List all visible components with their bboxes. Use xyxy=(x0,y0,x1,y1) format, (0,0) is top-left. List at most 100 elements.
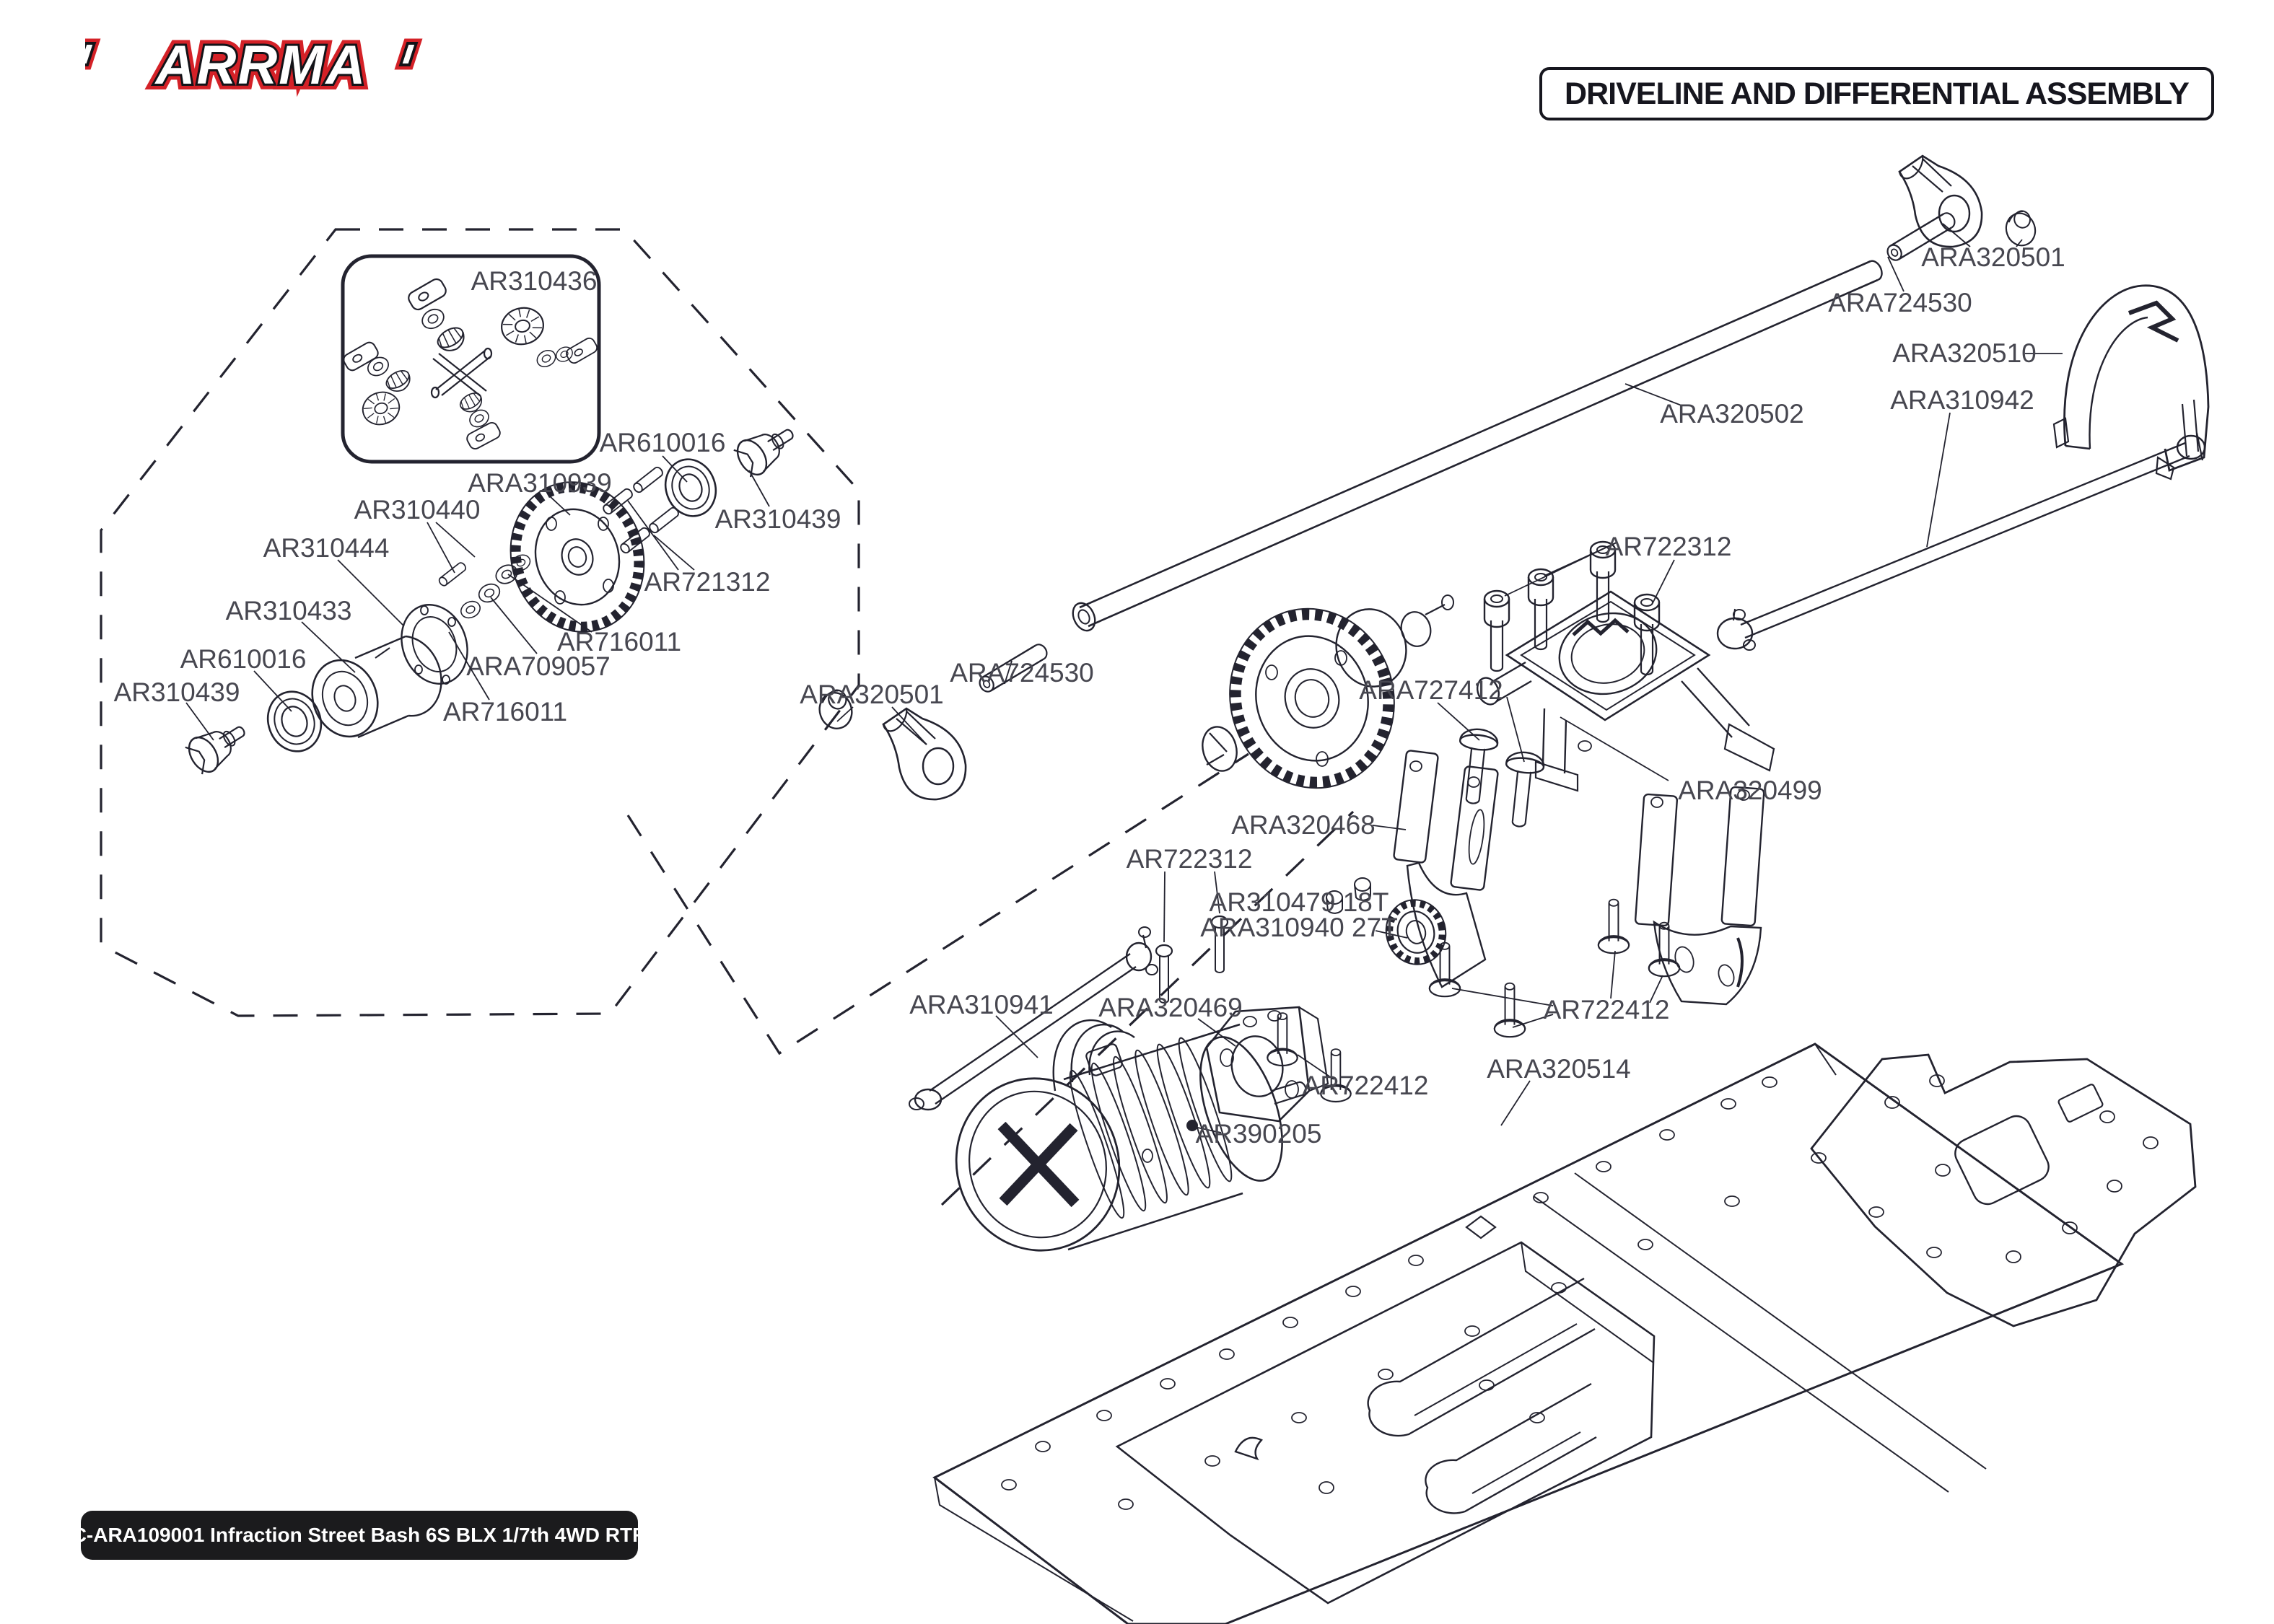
chassis-screw-holes xyxy=(1001,1076,1942,1510)
leader-line xyxy=(1506,696,1525,763)
part-label: ARA310942 xyxy=(1890,385,2034,415)
leader-line xyxy=(490,597,538,654)
part-label: ARA320501 xyxy=(1921,242,2065,272)
leader-line xyxy=(1197,1018,1236,1047)
part-label: AR716011 xyxy=(557,627,681,657)
rear-driveshaft-ara310942 xyxy=(1716,432,2206,651)
part-label: AR722312 xyxy=(1606,532,1732,561)
part-label: AR310444 xyxy=(263,533,390,563)
part-label: AR722412 xyxy=(1303,1071,1429,1100)
page-title-box: DRIVELINE AND DIFFERENTIAL ASSEMBLY xyxy=(1539,67,2214,120)
arrma-logo-text: ARRMA xyxy=(154,35,367,96)
diff-mount-assembly xyxy=(1476,590,1775,792)
leader-line xyxy=(1560,716,1669,781)
leader-line xyxy=(1624,383,1682,406)
part-labels-layer: AR310436AR610016ARA310939AR310440AR31044… xyxy=(114,223,2065,1149)
part-label: ARA320468 xyxy=(1231,810,1376,840)
chassis-side-pod xyxy=(1115,1241,1656,1605)
part-label: ARA310941 xyxy=(909,990,1054,1019)
outdrive-left xyxy=(182,713,255,778)
screws-ar722312-lower xyxy=(1155,915,1229,1004)
bearing-left xyxy=(266,690,323,752)
screws-ara727412 xyxy=(1453,727,1546,830)
part-label: ARA727412 xyxy=(1359,675,1503,705)
cross-pin xyxy=(430,347,493,399)
part-label: ARA724530 xyxy=(1828,288,1972,317)
leader-line xyxy=(662,455,688,483)
leader-line xyxy=(1451,988,1554,1006)
part-label: AR610016 xyxy=(600,428,726,457)
leader-line xyxy=(1297,1054,1334,1080)
gear-cover-ara320510 xyxy=(2052,284,2210,480)
chassis-plate-ara320514 xyxy=(932,1043,2197,1624)
chassis-front-brace xyxy=(1810,1053,2197,1327)
leader-line xyxy=(995,1015,1038,1058)
part-label: AR390205 xyxy=(1196,1119,1322,1149)
leader-line xyxy=(448,631,490,701)
bracket-ara320499 xyxy=(1634,786,1765,1006)
leader-line xyxy=(1652,559,1675,604)
leader-line xyxy=(435,522,476,558)
page-title: DRIVELINE AND DIFFERENTIAL ASSEMBLY xyxy=(1565,76,2190,111)
part-label: AR310439 xyxy=(715,504,841,534)
part-label: ARA320469 xyxy=(1098,993,1243,1022)
diff-case xyxy=(311,635,442,739)
arrma-logo: ARRMA ARRMA xyxy=(85,27,446,100)
leader-line xyxy=(1214,871,1220,914)
part-label: AR310433 xyxy=(226,596,352,626)
leader-line xyxy=(1649,975,1663,1004)
leader-line xyxy=(1887,256,1905,292)
footer-part-code: C-ARA109001 Infraction Street Bash 6S BL… xyxy=(71,1524,647,1546)
spur-gear-ara310939 xyxy=(510,481,645,633)
front-diff-exploded xyxy=(182,416,803,778)
grub-screws xyxy=(1326,877,1371,914)
part-label: ARA320499 xyxy=(1678,776,1822,805)
center-driveshaft-ara320502 xyxy=(1072,260,1883,632)
leader-line xyxy=(549,496,571,516)
leader-line xyxy=(1500,1080,1531,1126)
bracket-ara320468 xyxy=(1393,750,1499,988)
part-label: AR310439 xyxy=(114,677,240,707)
top-right-parts xyxy=(1716,154,2210,651)
part-label: AR721312 xyxy=(644,567,771,597)
leader-line xyxy=(1610,950,1616,999)
leader-line xyxy=(653,535,695,571)
leader-line xyxy=(1926,412,1951,548)
part-label: ARA320510 xyxy=(1892,338,2037,368)
leader-line xyxy=(507,574,592,633)
part-label: ARA320514 xyxy=(1487,1054,1631,1084)
leader-line xyxy=(1512,1014,1554,1028)
leader-line xyxy=(1437,702,1480,741)
leader-line xyxy=(836,706,854,722)
part-label: AR610016 xyxy=(180,644,307,674)
leader-line xyxy=(301,621,356,673)
part-label: ARA724530 xyxy=(950,658,1094,688)
leader-line xyxy=(1004,660,1013,685)
motor-mount-ara320469 xyxy=(1205,1006,1329,1123)
part-label: AR310479 18T xyxy=(1210,887,1389,917)
part-label: ARA310940 27T xyxy=(1200,913,1398,942)
motor-ar390205 xyxy=(955,1019,1307,1252)
leader-line xyxy=(891,706,927,745)
footer-part-code-pill: C-ARA109001 Infraction Street Bash 6S BL… xyxy=(72,1511,647,1560)
center-linkage xyxy=(813,260,1883,801)
part-label: AR722312 xyxy=(1127,844,1253,874)
part-label: ARA320502 xyxy=(1660,399,1804,429)
center-diff-assembly xyxy=(1202,594,1454,789)
leader-line xyxy=(185,702,214,741)
bearing-right xyxy=(664,458,717,517)
pinion-gear-group xyxy=(1326,877,1447,965)
inset-detail-box xyxy=(341,254,601,464)
leader-line xyxy=(1544,542,1617,576)
part-label: ARA709057 xyxy=(466,651,611,681)
part-label: ARA310939 xyxy=(468,468,612,498)
part-label: AR722412 xyxy=(1544,995,1670,1024)
leader-line xyxy=(2016,239,2023,247)
part-label: AR310440 xyxy=(354,495,481,524)
detail-boundary-dashed xyxy=(100,228,1355,1206)
leader-line xyxy=(1372,825,1407,830)
outdrive-right xyxy=(730,416,803,481)
part-label: AR716011 xyxy=(443,697,567,727)
